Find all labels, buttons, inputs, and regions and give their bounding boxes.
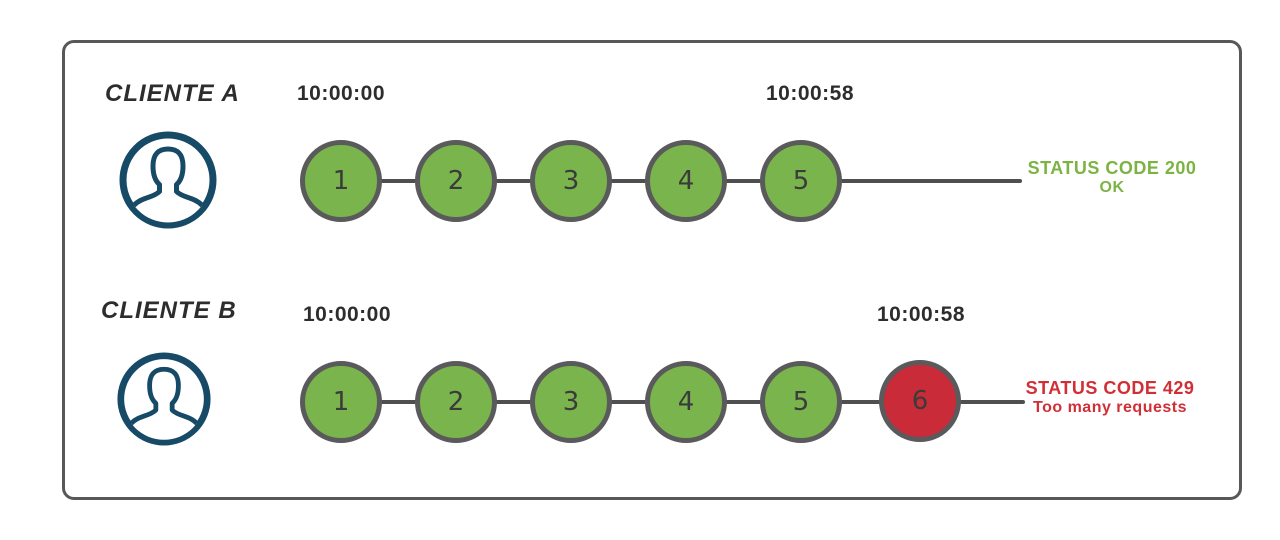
timestamp-end-b: 10:00:58 [876,303,966,326]
request-circle: 3 [530,140,612,222]
request-circle: 4 [645,361,727,443]
request-circle: 4 [645,140,727,222]
status-code-a: STATUS CODE 200 [1027,158,1197,178]
request-circle: 1 [300,361,382,443]
request-circle: 5 [760,140,842,222]
row-client-a: CLIENTE A 10:00:00 10:00:58 1 2 3 4 5 ST… [0,0,1280,260]
status-message-b: Too many requests [1032,398,1187,416]
request-circle: 5 [760,361,842,443]
user-avatar-icon [116,351,212,447]
client-b-label: CLIENTE B [101,297,237,324]
request-circle: 2 [415,361,497,443]
timestamp-start-b: 10:00:00 [302,303,392,326]
request-circle-blocked: 6 [879,360,961,442]
request-circle: 3 [530,361,612,443]
user-avatar-icon [118,130,218,230]
request-circle: 2 [415,140,497,222]
client-a-label: CLIENTE A [105,80,240,107]
request-circle: 1 [300,140,382,222]
status-text-b: STATUS CODE 429 Too many requests [1000,378,1220,417]
status-code-b: STATUS CODE 429 [1025,378,1195,398]
timestamp-start-a: 10:00:00 [296,82,386,105]
timestamp-end-a: 10:00:58 [765,82,855,105]
status-message-a: OK [1099,178,1125,196]
status-text-a: STATUS CODE 200 OK [1002,158,1222,197]
